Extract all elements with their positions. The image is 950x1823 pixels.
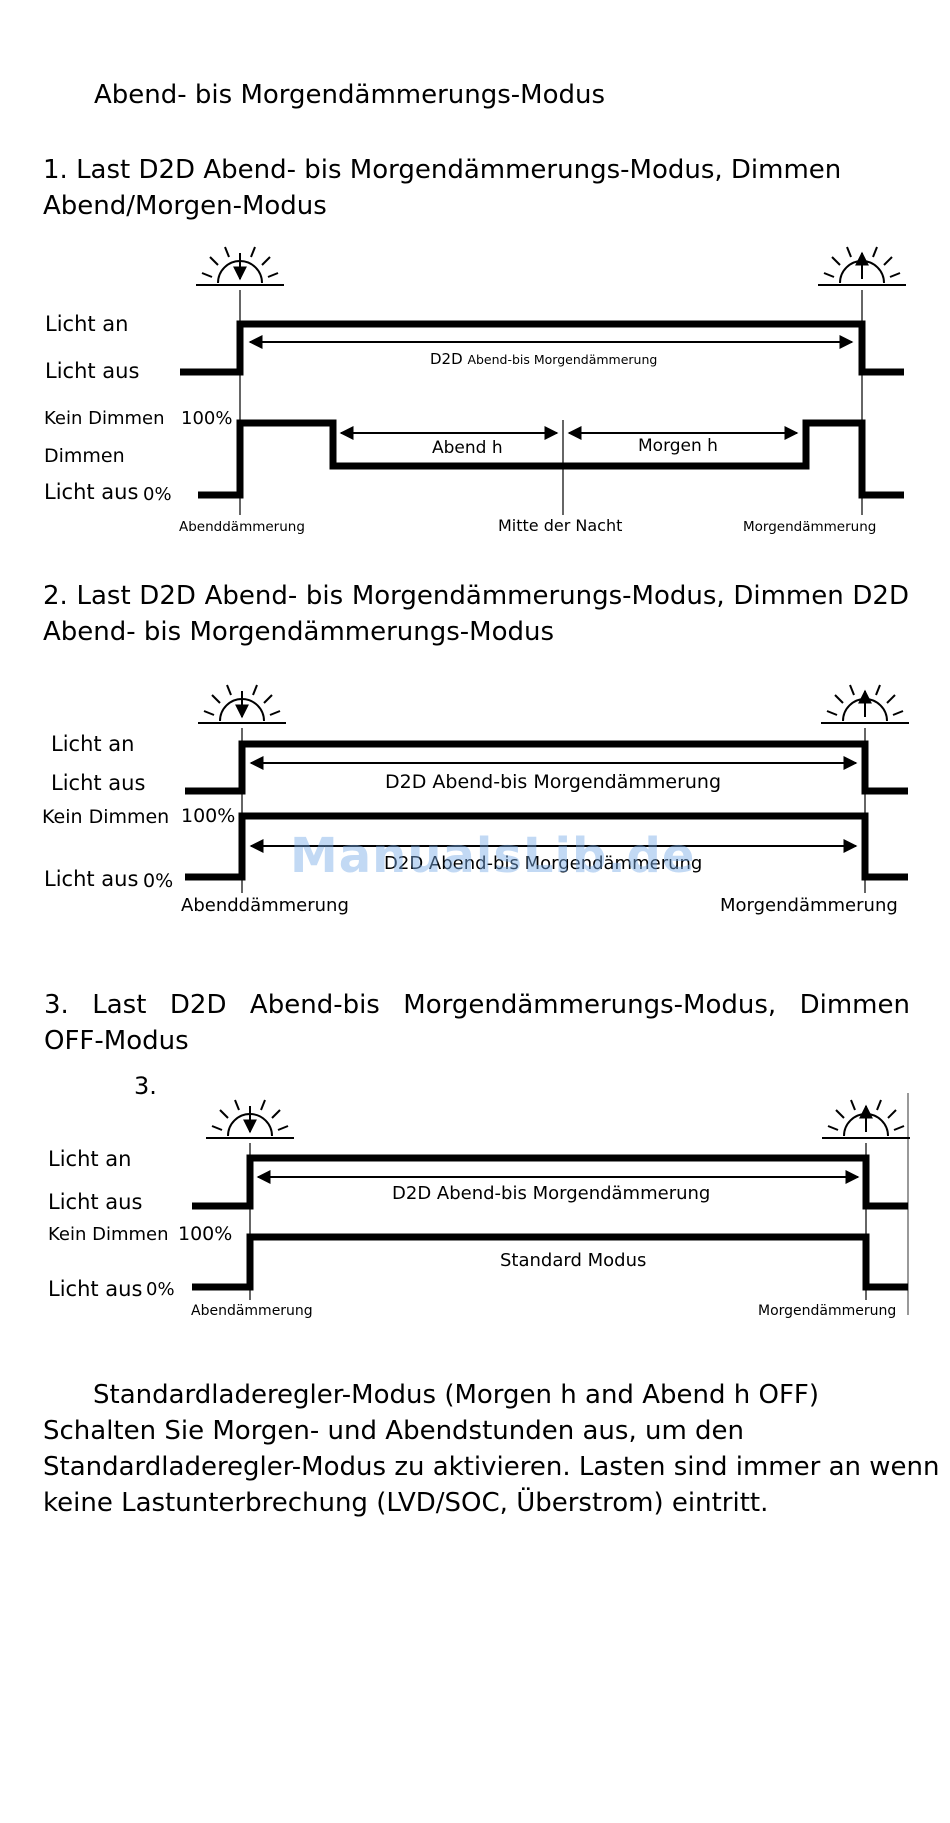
- label-light-off: Licht aus: [45, 359, 140, 383]
- d2d-span-label-upper: D2D Abend-bis Morgendämmerung: [392, 1183, 711, 1204]
- sunrise-icon: [822, 1099, 910, 1139]
- label-0-percent: 0%: [146, 1279, 175, 1300]
- dawn-label: Morgendämmerung: [720, 895, 898, 916]
- dawn-label: Morgendämmerung: [743, 519, 877, 535]
- footer-line-3: Standardladeregler-Modus zu aktivieren. …: [43, 1452, 940, 1482]
- load-signal-2: [185, 740, 908, 795]
- label-no-dimming: Kein Dimmen: [42, 806, 170, 828]
- label-no-dimming: Kein Dimmen: [48, 1224, 169, 1245]
- midnight-label: Mitte der Nacht: [498, 516, 623, 535]
- label-light-on: Licht an: [45, 312, 129, 336]
- section2-title-line1: 2. Last D2D Abend- bis Morgendämmerungs-…: [43, 581, 909, 611]
- label-light-on: Licht an: [48, 1147, 132, 1171]
- label-0-percent: 0%: [143, 870, 174, 892]
- standard-mode-label: Standard Modus: [500, 1250, 647, 1271]
- page-heading: Abend- bis Morgendämmerungs-Modus: [94, 80, 606, 110]
- section1-title-line1: 1. Last D2D Abend- bis Morgendämmerungs-…: [43, 155, 842, 185]
- dusk-label: Abendämmerung: [191, 1303, 313, 1319]
- dusk-label: Abenddämmerung: [181, 895, 349, 916]
- dimming-signal-1: [198, 419, 904, 499]
- section3-title-line2: OFF-Modus: [44, 1026, 189, 1056]
- dusk-label: Abenddämmerung: [179, 519, 305, 535]
- d2d-text: Abend-bis Morgendämmerung: [467, 352, 658, 367]
- label-100-percent: 100%: [178, 1223, 233, 1245]
- label-light-off-2: Licht aus: [44, 480, 139, 504]
- d2d-prefix: D2D: [430, 350, 463, 368]
- label-100-percent: 100%: [181, 408, 233, 429]
- evening-hours-label: Abend h: [432, 438, 503, 458]
- d2d-span-label: D2D Abend-bis Morgendämmerung: [430, 350, 657, 368]
- morning-hours-label: Morgen h: [638, 436, 718, 456]
- label-light-off-2: Licht aus: [48, 1277, 143, 1301]
- sunset-icon: [206, 1099, 294, 1139]
- label-100-percent: 100%: [181, 805, 236, 827]
- footer-line-4: keine Lastunterbrechung (LVD/SOC, Überst…: [43, 1488, 769, 1518]
- label-no-dimming: Kein Dimmen: [44, 408, 165, 429]
- label-light-off: Licht aus: [51, 771, 146, 795]
- label-0-percent: 0%: [143, 484, 172, 505]
- dimming-signal-3: [192, 1233, 908, 1291]
- footer-line-2: Schalten Sie Morgen- und Abendstunden au…: [43, 1416, 745, 1446]
- label-dimming: Dimmen: [44, 445, 125, 467]
- sunrise-icon: [818, 246, 906, 286]
- dimming-signal-2: [185, 812, 908, 881]
- sunrise-icon: [821, 684, 909, 724]
- label-light-off: Licht aus: [48, 1190, 143, 1214]
- d2d-span-label-upper: D2D Abend-bis Morgendämmerung: [385, 771, 722, 793]
- section1-title-line2: Abend/Morgen-Modus: [43, 191, 327, 221]
- load-signal-3: [192, 1154, 908, 1210]
- section3-number: 3.: [134, 1072, 157, 1100]
- watermark: ManualsLib.de: [290, 828, 696, 884]
- load-signal-1: [180, 320, 904, 376]
- sunset-icon: [198, 684, 286, 724]
- d2d-span-label-lower: D2D Abend-bis Morgendämmerung: [384, 853, 703, 874]
- sunset-icon: [196, 246, 284, 286]
- footer-heading: Standardladeregler-Modus (Morgen h and A…: [93, 1380, 819, 1410]
- label-light-on: Licht an: [51, 732, 135, 756]
- section3-title-line1: 3. Last D2D Abend-bis Morgendämmerungs-M…: [44, 990, 910, 1020]
- dawn-label: Morgendämmerung: [758, 1303, 897, 1319]
- section2-title-line2: Abend- bis Morgendämmerungs-Modus: [43, 617, 555, 647]
- label-light-off-2: Licht aus: [44, 867, 139, 891]
